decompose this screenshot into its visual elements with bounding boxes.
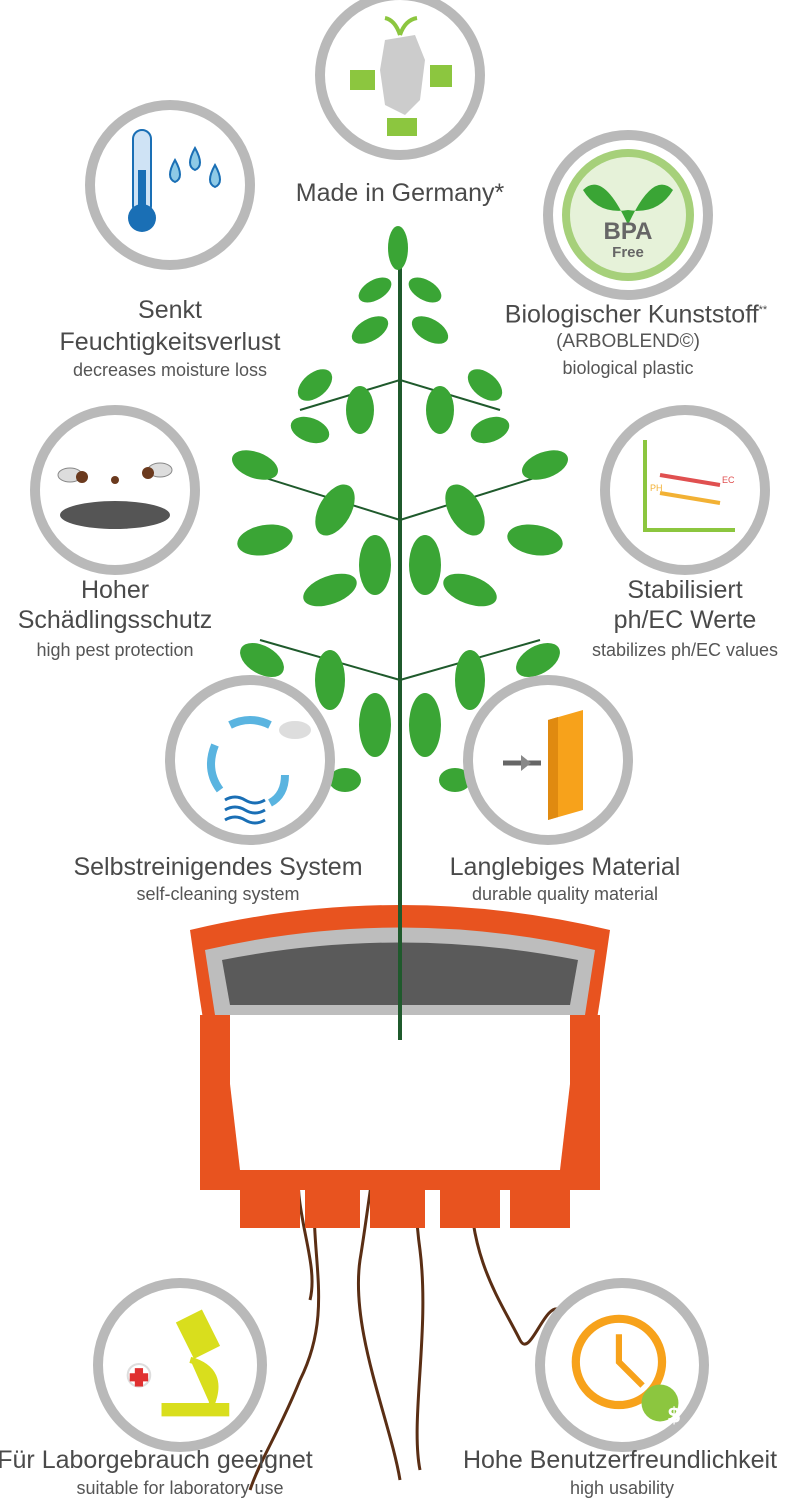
pest-label-de-1: Hoher <box>80 576 150 604</box>
bioplastic-label-de: Biologischer Kunststoff** <box>504 300 768 329</box>
pest-label-de-2: Schädlingsschutz <box>17 606 213 634</box>
selfclean-label-en: self-cleaning system <box>136 884 300 904</box>
usability-label-de: Hohe Benutzerfreundlichkeit <box>462 1446 778 1474</box>
svg-text:EC: EC <box>722 475 735 485</box>
thermometer-droplets-icon <box>128 129 221 232</box>
bioplastic-label-arboblend: (ARBOBLEND©) <box>556 331 700 352</box>
phec-label-de-1: Stabilisiert <box>627 576 743 604</box>
moisture-badge <box>85 100 255 270</box>
moisture-label-de-1: Senkt <box>138 296 202 324</box>
bpa-text: BPA <box>603 218 653 245</box>
pest-label-en: high pest protection <box>36 640 194 660</box>
stem-and-leaves <box>232 226 568 1040</box>
material-block-icon <box>503 710 583 820</box>
usability-badge: $ <box>535 1278 709 1452</box>
pest-badge <box>30 405 200 575</box>
durable-label-en: durable quality material <box>471 884 659 904</box>
phec-label-de-2: ph/EC Werte <box>613 606 757 634</box>
bioplastic-label-en: biological plastic <box>562 358 694 378</box>
clock-coin-icon <box>571 1314 679 1422</box>
pest-insects-icon <box>57 462 173 529</box>
germany-map-icon <box>350 16 452 136</box>
lab-badge <box>93 1278 267 1452</box>
coin-symbol: $ <box>667 1403 681 1428</box>
moisture-label-de-2: Feuchtigkeitsverlust <box>59 328 281 356</box>
microscope-icon <box>126 1309 230 1417</box>
durable-badge <box>463 675 633 845</box>
lab-label-en: suitable for laboratory use <box>76 1478 284 1498</box>
bpa-free-text: Free <box>612 244 644 261</box>
lab-label-de: Für Laborgebrauch geeignet <box>0 1446 313 1474</box>
made-in-germany-badge <box>315 0 485 160</box>
phec-badge: EC PH <box>600 405 770 575</box>
ph-ec-chart-icon: EC PH <box>643 440 735 532</box>
selfclean-label-de: Selbstreinigendes System <box>73 853 363 881</box>
selfclean-badge <box>165 675 335 845</box>
usability-label-en: high usability <box>569 1478 675 1498</box>
water-cycle-icon <box>207 716 311 825</box>
moisture-label-en: decreases moisture loss <box>72 360 268 380</box>
germany-label: Made in Germany* <box>295 179 505 207</box>
svg-text:PH: PH <box>650 483 663 493</box>
bioplastic-badge: BPA Free <box>543 130 713 300</box>
bpa-free-leaf-icon <box>562 149 694 281</box>
durable-label-de: Langlebiges Material <box>449 853 681 881</box>
phec-label-en: stabilizes ph/EC values <box>591 640 779 660</box>
